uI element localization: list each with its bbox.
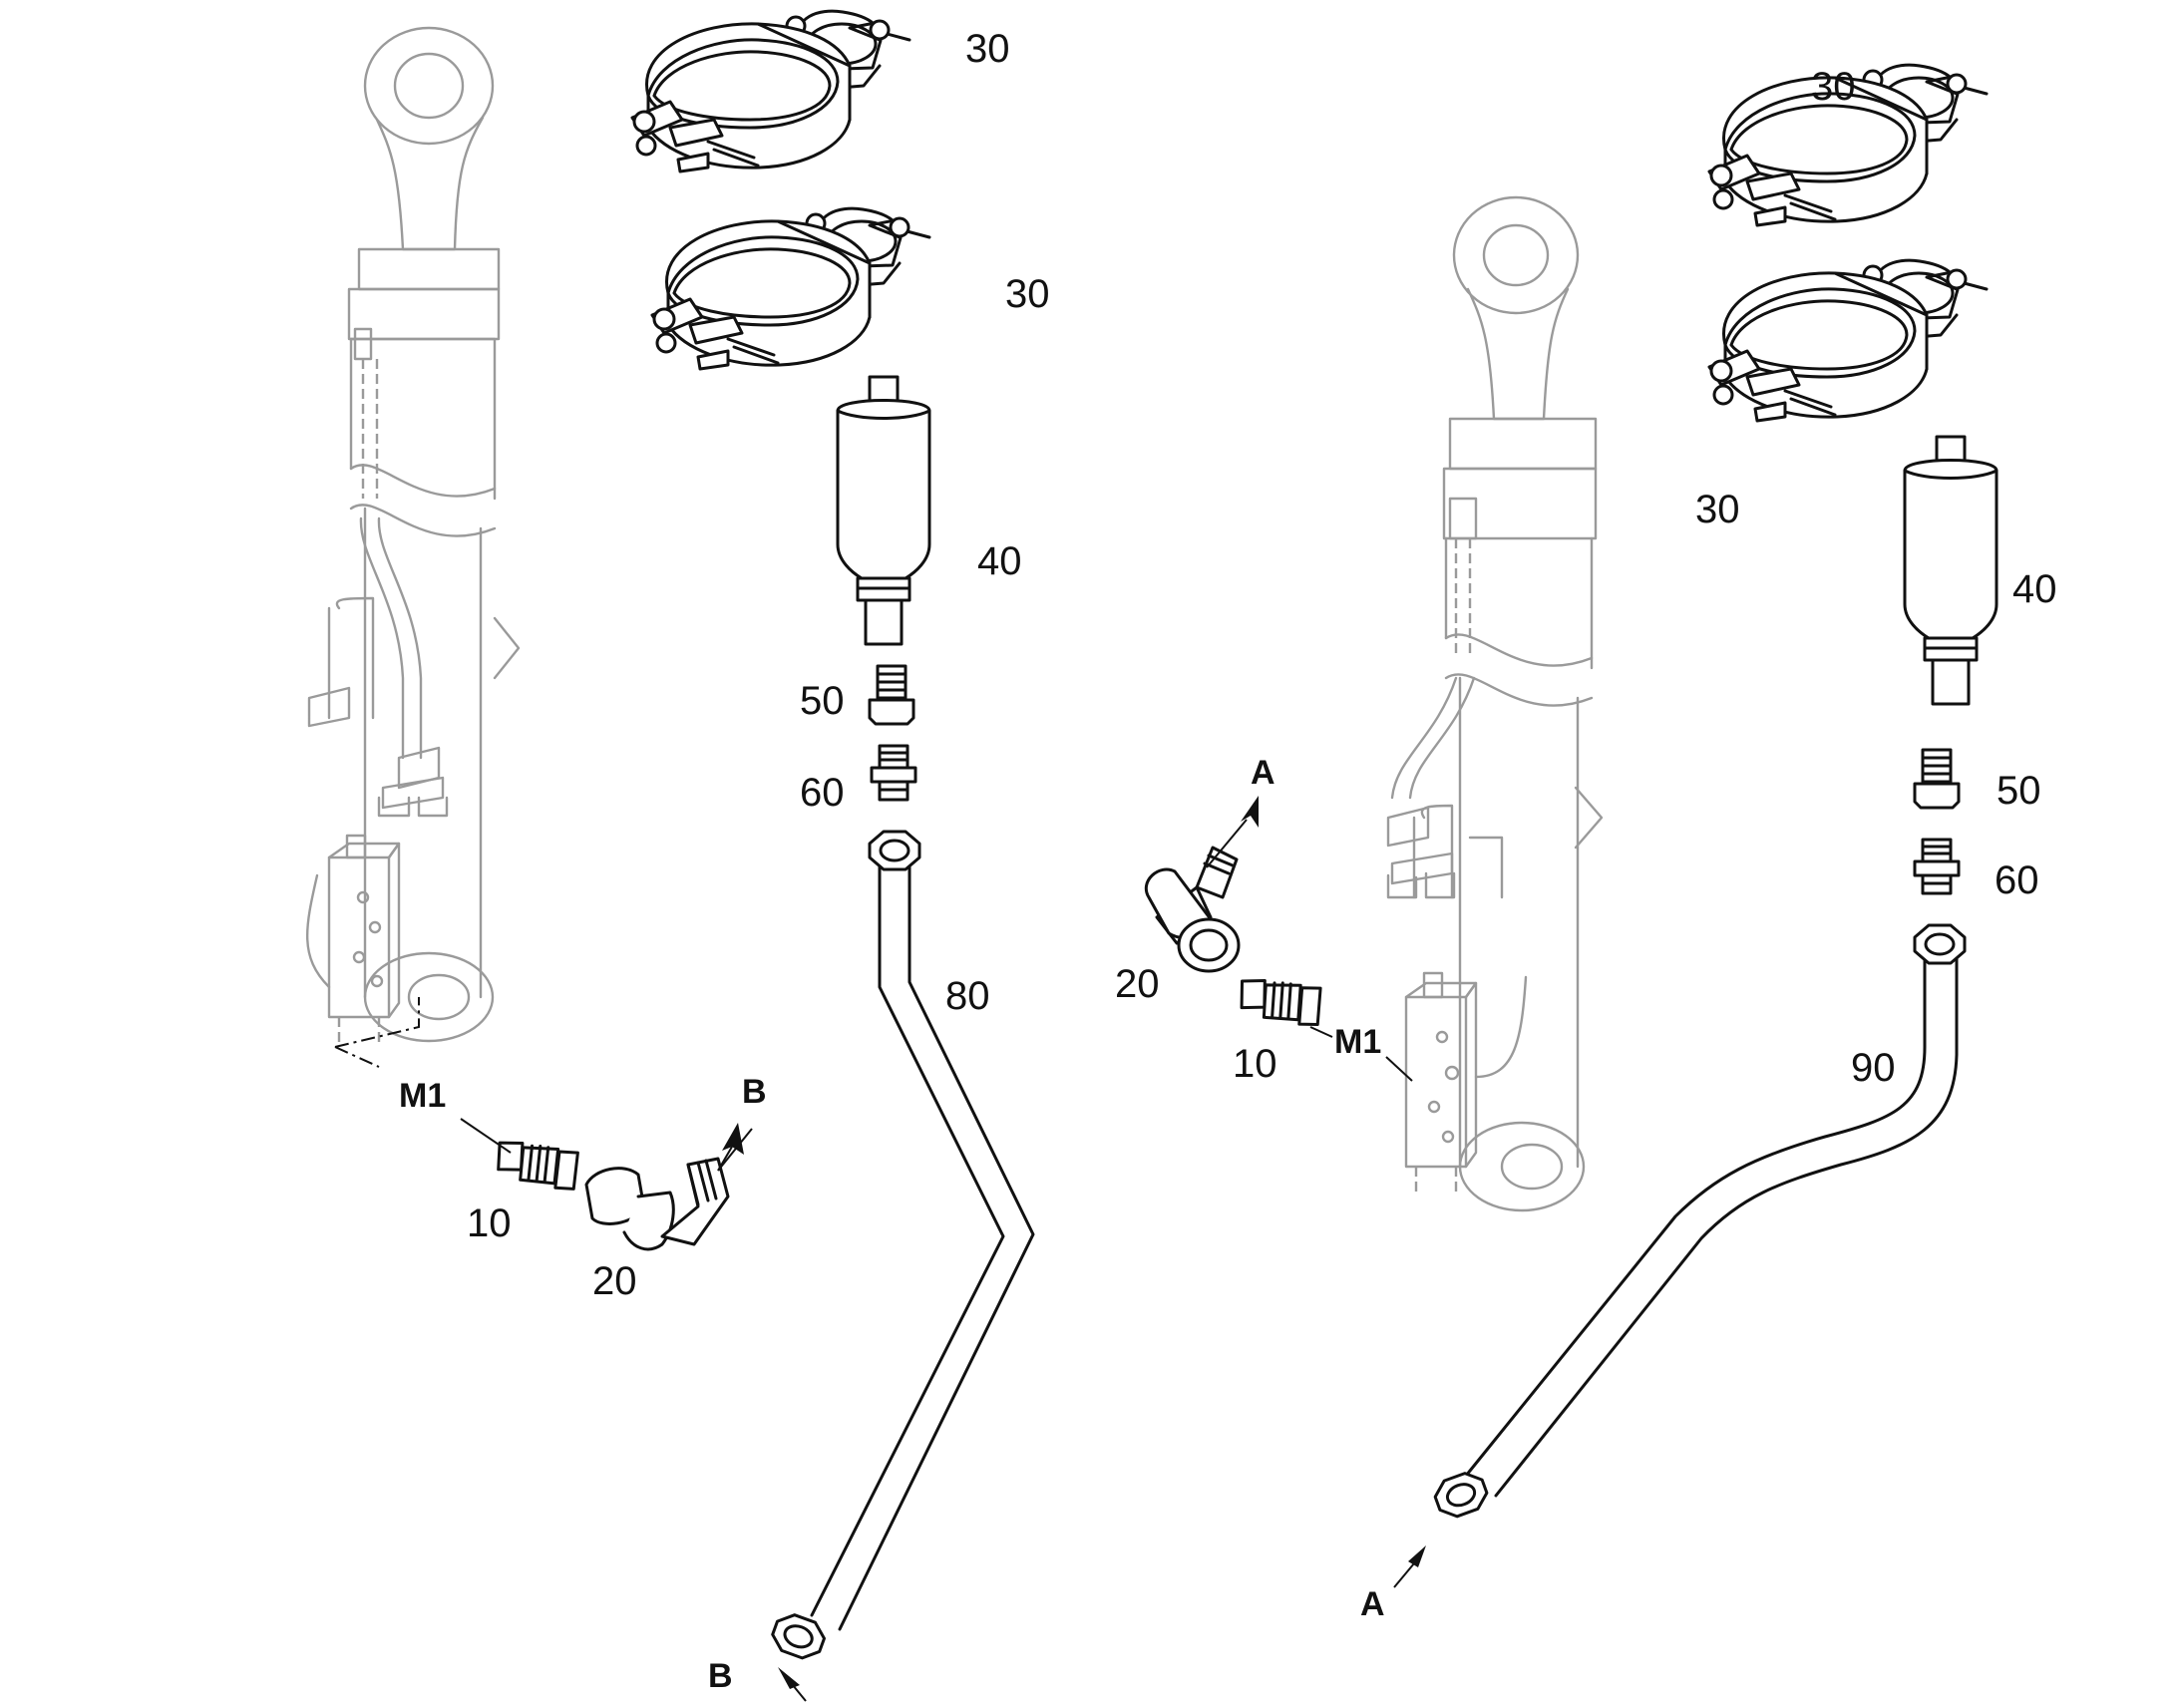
callout-80: 80 [945, 974, 990, 1018]
callout-a-top: A [1251, 754, 1275, 792]
hydraulic-cylinder-left [306, 26, 521, 1047]
callout-40-right: 40 [2012, 567, 2057, 611]
callout-10-right: 10 [1233, 1042, 1277, 1086]
callout-30-left-lower: 30 [1005, 272, 1050, 316]
callout-b-bottom: B [708, 1657, 733, 1695]
adapter-60-left [870, 744, 917, 802]
adapter-60-right [1913, 838, 1961, 895]
leader-lines-left [334, 997, 807, 1702]
callout-20-right: 20 [1115, 962, 1160, 1006]
adapter-50-right [1913, 748, 1961, 810]
callout-90: 90 [1851, 1046, 1896, 1090]
callout-60-right: 60 [1995, 858, 2039, 902]
callout-30-left-upper: 30 [965, 27, 1010, 71]
callout-50-left: 50 [800, 679, 845, 723]
callout-m1-left: M1 [399, 1077, 446, 1115]
adapter-50-left [868, 664, 915, 726]
callout-60-left: 60 [800, 771, 845, 815]
clamp-right-lower [1707, 258, 1989, 423]
callout-30-right-lower: 30 [1695, 488, 1740, 531]
callout-10-left: 10 [467, 1201, 512, 1245]
callout-50-right: 50 [1997, 769, 2041, 813]
accumulator-right [1903, 435, 1998, 706]
clamp-left-lower [650, 206, 931, 371]
callout-a-bottom: A [1360, 1585, 1385, 1623]
elbow-20-right [1145, 846, 1241, 973]
elbow-20-left [584, 1157, 730, 1251]
accumulator-left [836, 375, 931, 646]
clamp-left-upper [630, 9, 911, 173]
callout-20-left: 20 [592, 1259, 637, 1303]
hydraulic-pipe-80 [767, 830, 1035, 1665]
leader-lines-right [1206, 796, 1426, 1588]
callout-40-left: 40 [977, 539, 1022, 583]
callout-30-right-upper: 30 [1811, 65, 1856, 109]
fitting-10-left [490, 1130, 585, 1196]
callout-b-top: B [742, 1073, 767, 1111]
hydraulic-pipe-90 [1429, 923, 1967, 1524]
hydraulic-cylinder-right [1386, 195, 1604, 1212]
fitting-10-right [1233, 967, 1328, 1032]
callout-m1-right: M1 [1334, 1023, 1381, 1061]
